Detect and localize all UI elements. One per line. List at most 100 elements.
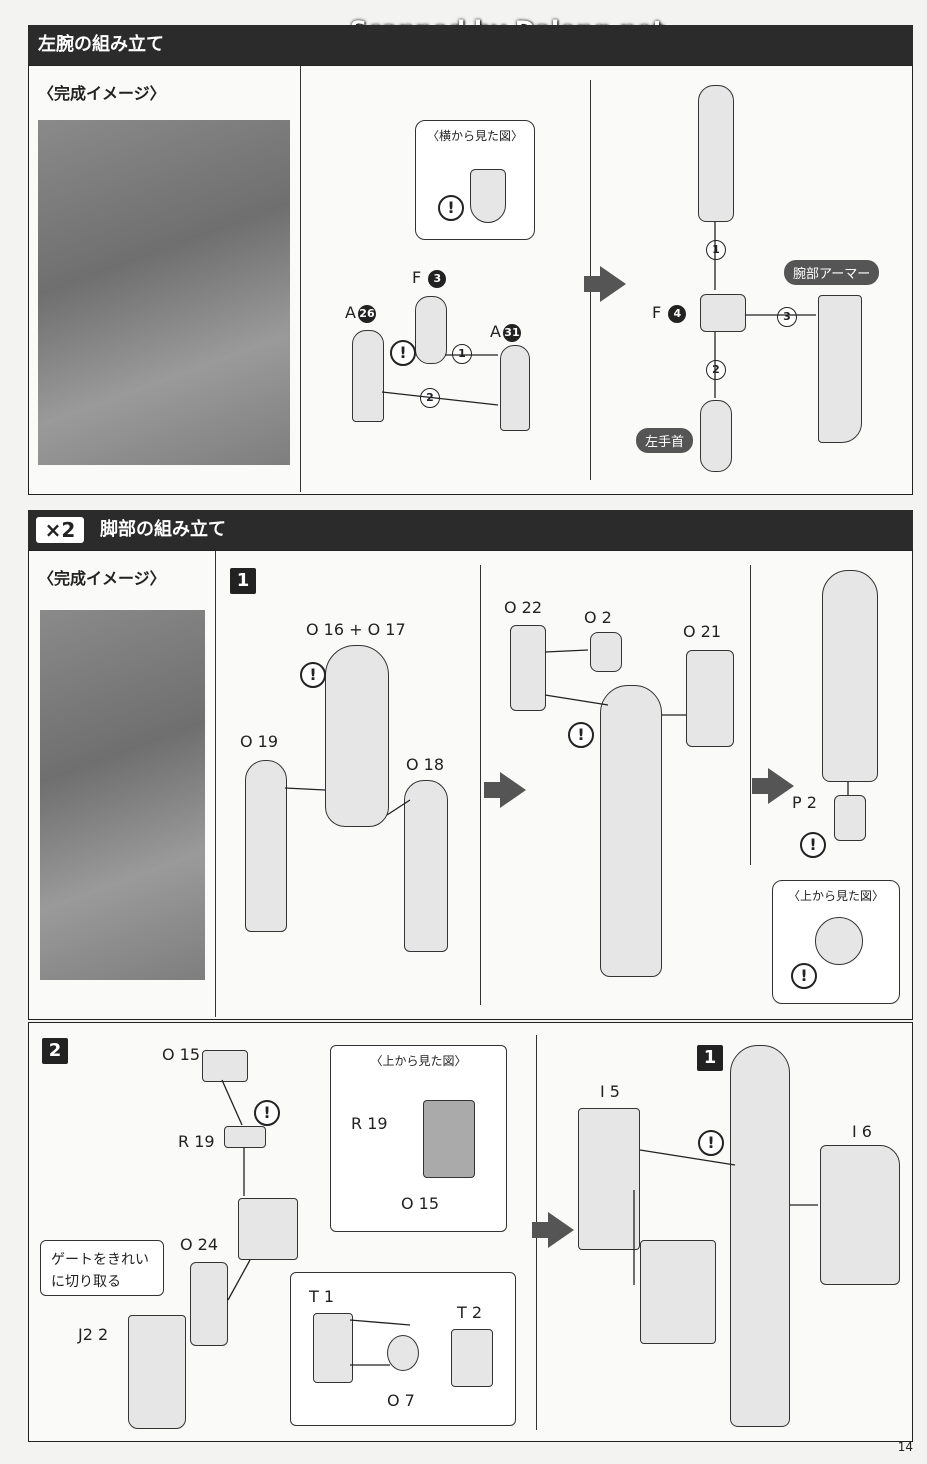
page-number: 14 xyxy=(897,1440,913,1454)
part-label-o21: O 21 xyxy=(683,622,722,641)
left-wrist-part xyxy=(700,400,732,472)
arm-armor-part xyxy=(818,295,862,443)
part-f3 xyxy=(415,296,447,364)
part-o21 xyxy=(686,650,734,747)
leg-mid-part xyxy=(238,1198,298,1260)
step-circle: 2 xyxy=(706,360,726,380)
part-number: 26 xyxy=(357,304,376,323)
part-i6 xyxy=(820,1145,900,1285)
step-circle: 1 xyxy=(452,344,472,364)
lower-armor-part xyxy=(640,1240,716,1344)
section-header-left-arm: 左腕の組み立て xyxy=(28,25,913,65)
leg-assembled xyxy=(822,570,878,782)
top-view-caption: 〈上から見た図〉 xyxy=(370,1054,467,1068)
part-j2 xyxy=(128,1315,186,1429)
part-label-t2: T 2 xyxy=(457,1303,483,1322)
part-label-p2: P 2 xyxy=(792,793,817,812)
completion-photo-left-arm xyxy=(38,120,290,465)
top-view-part xyxy=(423,1100,475,1178)
part-label-o16-o17: O 16 + O 17 xyxy=(306,620,406,639)
section-title: 脚部の組み立て xyxy=(100,519,226,540)
part-label-i6: I 6 xyxy=(852,1122,872,1141)
part-label-o24: O 24 xyxy=(180,1235,219,1254)
part-f4 xyxy=(700,294,746,332)
part-label-o22: O 22 xyxy=(504,598,543,617)
part-t2 xyxy=(451,1329,493,1387)
completion-image-caption: 〈完成イメージ〉 xyxy=(38,569,166,588)
part-o22 xyxy=(510,625,546,711)
part-number: 31 xyxy=(502,323,521,342)
sub-assembly-callout: T 1 T 2 O 7 xyxy=(290,1272,516,1426)
step-circle: 3 xyxy=(777,307,797,327)
gate-note-line2: に切り取る xyxy=(51,1274,121,1290)
next-step-arrow xyxy=(584,266,626,302)
completion-photo-legs xyxy=(40,610,205,980)
part-o2 xyxy=(590,632,622,672)
step-number-2: 2 xyxy=(42,1038,68,1064)
divider xyxy=(480,565,481,1005)
next-step-arrow xyxy=(532,1212,574,1248)
part-o24 xyxy=(190,1262,228,1346)
label-letter: A xyxy=(345,303,356,322)
caution-icon: ! xyxy=(568,722,594,748)
caution-icon: ! xyxy=(800,832,826,858)
gate-note: ゲートをきれい に切り取る xyxy=(40,1240,164,1296)
part-label-t1: T 1 xyxy=(309,1287,335,1306)
divider xyxy=(300,66,301,492)
completion-image-caption: 〈完成イメージ〉 xyxy=(38,84,166,103)
part-o7-piece xyxy=(387,1335,419,1371)
top-view-caption: 〈上から見た図〉 xyxy=(787,889,884,903)
part-t1 xyxy=(313,1313,353,1383)
part-a26 xyxy=(352,330,384,422)
top-view-part xyxy=(815,917,863,965)
part-i5 xyxy=(578,1108,640,1250)
part-label-j2: J2 2 xyxy=(78,1325,109,1344)
caution-icon: ! xyxy=(390,340,416,366)
part-label-o18: O 18 xyxy=(406,755,445,774)
joint-part xyxy=(470,169,506,223)
left-wrist-tag: 左手首 xyxy=(636,428,694,453)
arm-armor-tag: 腕部アーマー xyxy=(784,260,880,285)
divider xyxy=(215,551,216,1017)
leg-assembly xyxy=(600,685,662,977)
part-label-o7: O 7 xyxy=(387,1391,415,1410)
part-o19 xyxy=(245,760,287,932)
part-label-o19: O 19 xyxy=(240,732,279,751)
part-o18 xyxy=(404,780,448,952)
top-view-callout-2: 〈上から見た図〉 R 19 O 15 xyxy=(330,1045,507,1232)
part-label-o15: O 15 xyxy=(162,1045,201,1064)
part-a31 xyxy=(500,345,530,431)
side-view-caption: 〈横から見た図〉 xyxy=(426,129,523,143)
part-r19 xyxy=(224,1126,266,1148)
quantity-badge: ×2 xyxy=(36,517,84,543)
upper-arm-part xyxy=(698,85,734,222)
top-view-callout: 〈上から見た図〉 ! xyxy=(772,880,900,1004)
leg-frame-assembled xyxy=(730,1045,790,1427)
section-header-legs: ×2 脚部の組み立て xyxy=(28,510,913,550)
part-label-o15-top: O 15 xyxy=(401,1194,440,1213)
part-p2 xyxy=(834,795,866,841)
label-letter: A xyxy=(490,322,501,341)
part-label-i5: I 5 xyxy=(600,1082,620,1101)
label-letter: F xyxy=(652,303,662,322)
step-circle: 1 xyxy=(706,240,726,260)
caution-icon: ! xyxy=(698,1130,724,1156)
label-letter: F xyxy=(412,268,422,287)
sub-step-number-1: 1 xyxy=(697,1045,723,1071)
step-number-1: 1 xyxy=(230,568,256,594)
leg-frame-o16-o17 xyxy=(325,645,389,827)
part-label-f3: F 3 xyxy=(412,268,447,288)
part-label-f4: F 4 xyxy=(652,303,687,323)
caution-icon: ! xyxy=(254,1100,280,1126)
part-number: 4 xyxy=(668,304,687,323)
part-label-r19: R 19 xyxy=(178,1132,215,1151)
caution-icon: ! xyxy=(791,963,817,989)
gate-note-line1: ゲートをきれい xyxy=(51,1252,149,1268)
part-label-o2: O 2 xyxy=(584,608,612,627)
part-label-r19-top: R 19 xyxy=(351,1114,388,1133)
caution-icon: ! xyxy=(300,662,326,688)
divider xyxy=(750,565,751,865)
